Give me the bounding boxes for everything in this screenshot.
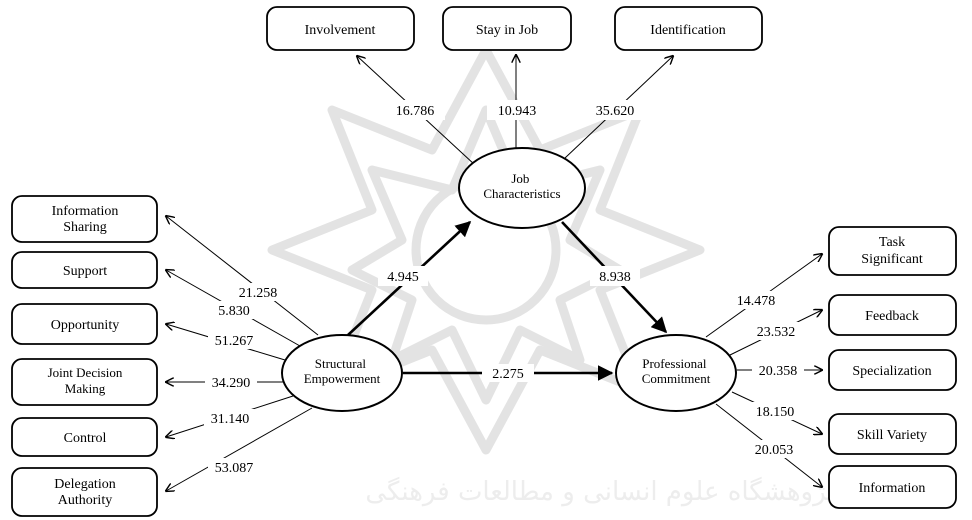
indicator-label: Stay in Job [476,23,538,38]
loading-value-information-sharing: 21.258 [239,286,278,301]
indicator-label: Specialization [852,364,931,379]
indicator-label: Feedback [865,309,919,324]
node-label: Structural Empowerment [304,356,381,386]
loading-value-control: 31.140 [211,412,250,427]
path-value-empowerment-to-commitment: 2.275 [492,367,524,382]
indicator-label: Involvement [305,23,376,38]
indicator-control: Control [11,417,158,457]
loading-value-task-significant: 14.478 [737,294,776,309]
indicator-skill-variety: Skill Variety [828,413,957,455]
node-professional-commitment: Professional Commitment [615,334,737,412]
loading-value-joint-decision-making: 34.290 [212,376,251,391]
loading-arrow-delegation-authority [166,407,313,491]
loading-value-delegation-authority: 53.087 [215,461,254,476]
indicator-specialization: Specialization [828,349,957,391]
indicator-information: Information [828,465,957,509]
indicator-label: Opportunity [51,318,119,333]
path-value-empowerment-to-job: 4.945 [387,270,419,285]
node-label: Job Characteristics [483,171,560,201]
loading-value-feedback: 23.532 [757,325,796,340]
indicator-stay-in-job: Stay in Job [442,6,572,51]
indicator-label: Skill Variety [857,428,927,443]
path-value-job-to-commitment: 8.938 [599,270,631,285]
loading-value-specialization: 20.358 [759,364,798,379]
indicator-support: Support [11,251,158,289]
indicator-label: Control [64,431,107,446]
indicator-label: Support [63,264,107,279]
indicator-label: Identification [650,23,725,38]
node-job-characteristics: Job Characteristics [458,147,586,229]
loading-value-identification: 35.620 [596,104,635,119]
node-structural-empowerment: Structural Empowerment [281,334,403,412]
loading-value-support: 5.830 [218,304,250,319]
indicator-opportunity: Opportunity [11,303,158,345]
watermark-text: پژوهشگاه علوم انسانی و مطالعات فرهنگی [365,476,834,507]
indicator-involvement: Involvement [266,6,415,51]
indicator-label: Information [859,481,926,496]
indicator-identification: Identification [614,6,763,51]
loading-value-involvement: 16.786 [396,104,435,119]
background-logo-watermark [267,45,705,455]
indicator-feedback: Feedback [828,294,957,336]
loading-value-information: 20.053 [755,443,794,458]
loading-value-opportunity: 51.267 [215,334,254,349]
node-label: Professional Commitment [642,356,711,386]
loading-value-stay-in-job: 10.943 [498,104,537,119]
loading-value-skill-variety: 18.150 [756,405,795,420]
loading-arrow-information-sharing [166,216,319,336]
